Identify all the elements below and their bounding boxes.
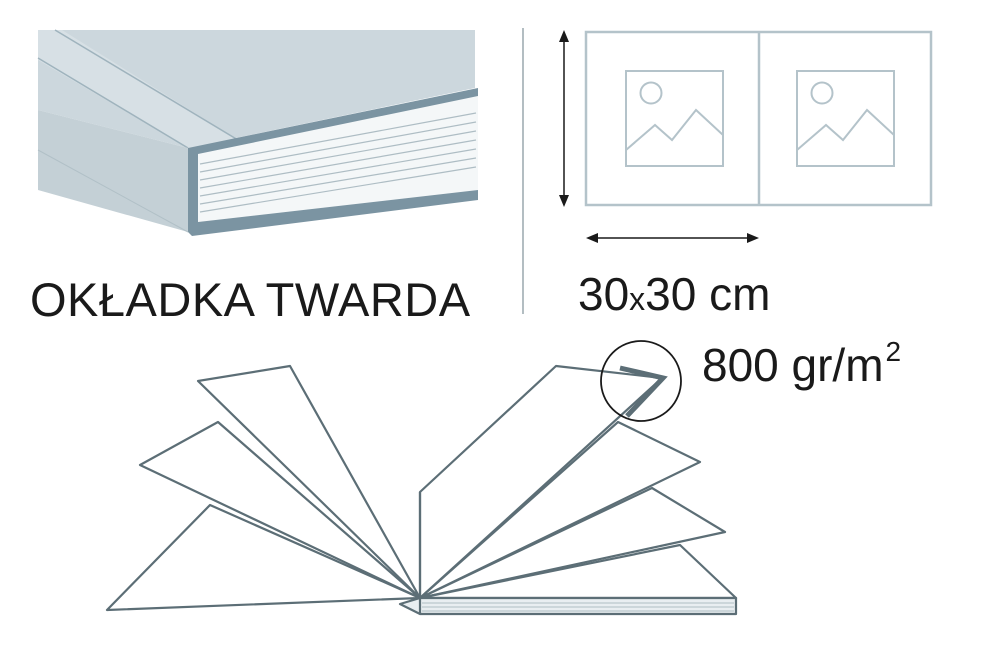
size-height-value: 30 cm bbox=[645, 268, 771, 320]
paper-weight-value: 800 gr/m bbox=[702, 339, 884, 391]
cover-type-label: OKŁADKA TWARDA bbox=[30, 273, 471, 326]
paper-weight-label: 800 gr/m2 bbox=[702, 338, 901, 391]
magnifier-circle-icon bbox=[600, 340, 682, 422]
size-width-value: 30 bbox=[578, 268, 630, 320]
hardcover-book-icon bbox=[37, 29, 478, 236]
height-dimension-arrow bbox=[559, 30, 569, 207]
width-dimension-arrow bbox=[586, 233, 759, 243]
album-size-label: 30x30 cm bbox=[578, 271, 770, 317]
size-separator: x bbox=[629, 281, 646, 317]
image-placeholder-icon bbox=[625, 70, 724, 167]
image-placeholder-icon bbox=[796, 70, 895, 167]
album-spread-icon bbox=[584, 30, 933, 207]
paper-weight-exponent: 2 bbox=[885, 336, 902, 367]
open-book-pages-icon bbox=[105, 364, 738, 616]
